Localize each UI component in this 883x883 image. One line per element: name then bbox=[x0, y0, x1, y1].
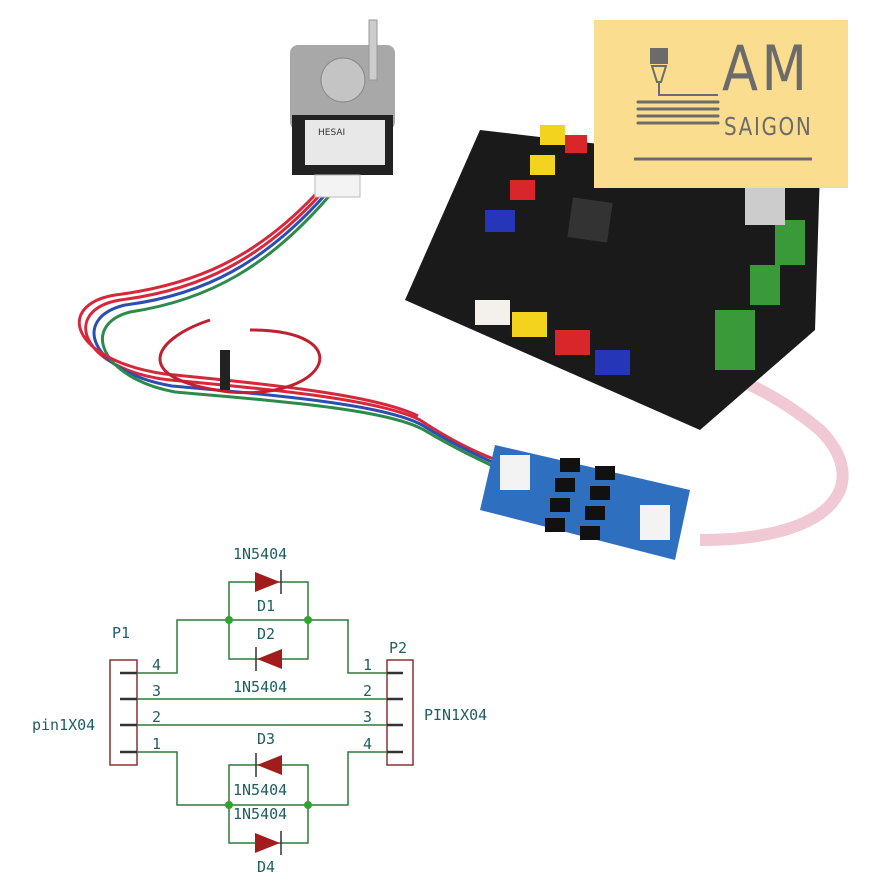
diode-module bbox=[480, 445, 690, 560]
diode-d1 bbox=[255, 572, 280, 592]
diode-d4 bbox=[255, 833, 280, 853]
d2-ref: D2 bbox=[257, 625, 276, 643]
p1-connector-body bbox=[109, 659, 138, 766]
p1-value: pin1X04 bbox=[32, 716, 96, 734]
d1-value: 1N5404 bbox=[233, 545, 288, 563]
p2-pin-label: 1 bbox=[363, 656, 373, 674]
wires bbox=[137, 581, 387, 844]
p2-connector-body bbox=[386, 659, 414, 766]
3d-printer-nozzle-icon bbox=[634, 48, 812, 161]
diode-d2 bbox=[257, 649, 282, 669]
schematic bbox=[109, 570, 414, 855]
p2-pin-label: 3 bbox=[363, 708, 373, 726]
p1-ref: P1 bbox=[112, 624, 131, 642]
controller-board bbox=[405, 125, 820, 430]
connector-pins bbox=[120, 671, 403, 754]
cable-tie bbox=[220, 350, 230, 390]
d1-ref: D1 bbox=[257, 597, 276, 615]
d3-value: 1N5404 bbox=[233, 781, 288, 799]
d2-value: 1N5404 bbox=[233, 678, 288, 696]
d3-ref: D3 bbox=[257, 730, 276, 748]
p2-pin-label: 2 bbox=[363, 682, 373, 700]
logo-saigon-text: SAIGON bbox=[724, 112, 813, 141]
motor-brand: HESAI bbox=[318, 128, 345, 138]
logo-am-text: AM bbox=[722, 32, 811, 105]
junctions bbox=[225, 616, 312, 809]
p1-pin-label: 1 bbox=[152, 735, 162, 753]
diode-d3 bbox=[257, 755, 282, 775]
stepper-motor: HESAI bbox=[290, 19, 395, 198]
p2-pin-label: 4 bbox=[363, 735, 373, 753]
p1-pin-label: 3 bbox=[152, 682, 162, 700]
p1-pin-label: 4 bbox=[152, 656, 162, 674]
p2-value: PIN1X04 bbox=[424, 706, 488, 724]
p1-pin-label: 2 bbox=[152, 708, 162, 726]
motor-cable bbox=[77, 193, 511, 476]
diode-symbols bbox=[255, 570, 282, 855]
p2-ref: P2 bbox=[389, 639, 408, 657]
d4-ref: D4 bbox=[257, 858, 276, 876]
am-saigon-logo: AM SAIGON bbox=[594, 20, 848, 188]
d4-value: 1N5404 bbox=[233, 805, 288, 823]
